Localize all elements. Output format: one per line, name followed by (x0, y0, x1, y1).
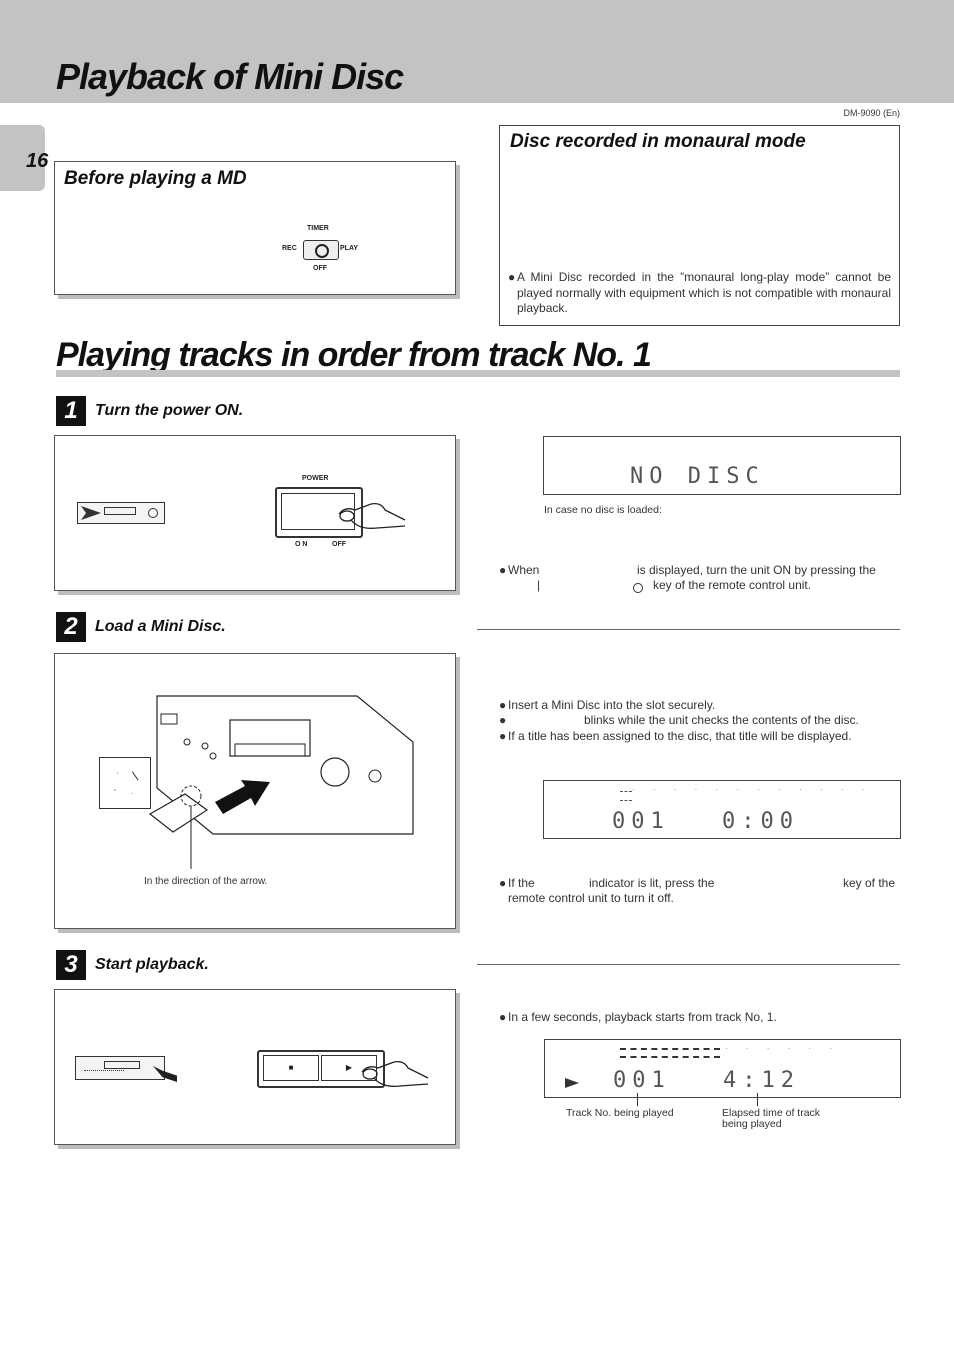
page-tab (0, 125, 45, 191)
track-caption: Track No. being played (566, 1107, 674, 1119)
step-2-label: Load a Mini Disc. (95, 618, 226, 635)
on-label: O N (295, 541, 308, 548)
off-label: OFF (313, 265, 327, 272)
arrow-caption: In the direction of the arrow. (144, 876, 268, 887)
play-icon: ▶ (345, 1063, 353, 1072)
time-display: 0:00 (722, 809, 799, 834)
step-2-note-3: If a title has been assigned to the disc… (508, 729, 852, 743)
hand-icon (361, 1060, 429, 1087)
switch-knob-icon (315, 244, 329, 258)
step-2-number: 2 (56, 612, 86, 642)
step-2-note-2: blinks while the unit checks the content… (584, 713, 859, 727)
before-playing-title: Before playing a MD (64, 168, 247, 189)
bullet-icon: ● (508, 270, 516, 284)
step-2-note-4a: If the (508, 876, 535, 890)
display-playing: · · · · · · 001 4:12 (544, 1039, 901, 1098)
header-band (0, 0, 954, 103)
bullet-icon: ● (499, 1010, 507, 1024)
bullet-icon: ● (499, 563, 507, 577)
step-2-note-1: Insert a Mini Disc into the slot securel… (508, 698, 716, 712)
off-label: OFF (332, 541, 346, 548)
level-meter-dots: · · · · · · · · · · · · (632, 785, 873, 794)
bullet-icon: ● (499, 729, 507, 743)
stop-icon: ■ (288, 1063, 294, 1072)
monaural-box: Disc recorded in monaural mode ● A Mini … (499, 125, 900, 326)
play-label: PLAY (340, 245, 359, 252)
insert-arrow-box (99, 757, 151, 809)
model-number: DM-9090 (En) (843, 108, 900, 118)
step-3-number: 3 (56, 950, 86, 980)
step-2-note-4d: remote control unit to turn it off. (508, 891, 674, 905)
step-1-note-a: When (508, 563, 540, 577)
time-caption-line2: being played (722, 1118, 782, 1130)
section-bar (56, 370, 900, 377)
divider (477, 629, 900, 630)
level-meter-bars (620, 1048, 720, 1058)
time-display: 4:12 (723, 1068, 800, 1093)
step-3-label: Start playback. (95, 956, 209, 973)
section-title: Playing tracks in order from track No. 1 (56, 336, 652, 374)
step-2-note-4b: indicator is lit, press the (589, 876, 715, 890)
power-symbol-icon (633, 583, 643, 593)
step-1-label: Turn the power ON. (95, 402, 244, 419)
step-2-panel: In the direction of the arrow. (54, 653, 456, 929)
bullet-icon: ● (499, 876, 507, 890)
monaural-note: A Mini Disc recorded in the ”monaural lo… (517, 270, 891, 315)
unit-front-icon (77, 502, 165, 524)
track-number-display: 001 (613, 1068, 671, 1093)
step-3-note-1: In a few seconds, playback starts from t… (508, 1010, 777, 1024)
arrow-icon (107, 765, 143, 801)
display-track-zero: · · · · · · · · · · · · 001 0:00 (543, 780, 901, 839)
page-number: 16 (26, 150, 49, 172)
divider (477, 964, 900, 965)
display-no-disc: NO DISC (543, 436, 901, 495)
hand-icon (338, 502, 406, 529)
disc-indicator-icon (620, 791, 632, 801)
step-3-panel: ■ ▶ (54, 989, 456, 1145)
track-leader-line (637, 1093, 638, 1106)
step-1-note-b: is displayed, turn the unit ON by pressi… (637, 563, 876, 577)
step-2-note-4c: key of the (843, 876, 896, 890)
page-title: Playback of Mini Disc (56, 56, 404, 97)
level-meter-dots: · · · · · · (725, 1044, 841, 1053)
play-indicator-icon (565, 1078, 579, 1088)
monaural-title: Disc recorded in monaural mode (510, 131, 806, 152)
track-number-display: 001 (612, 809, 670, 834)
timer-switch[interactable] (303, 240, 339, 260)
bullet-icon: ● (499, 698, 507, 712)
time-caption-line1: Elapsed time of track (722, 1107, 821, 1119)
step-1-note-c: key of the remote control unit. (653, 578, 812, 592)
bullet-icon: ● (499, 713, 507, 727)
disc-loading-illustration (148, 695, 414, 869)
display-text: NO DISC (630, 464, 765, 489)
power-label: POWER (302, 475, 329, 482)
before-playing-box: Before playing a MD TIMER REC PLAY OFF (54, 161, 456, 295)
power-button[interactable] (275, 487, 363, 538)
time-leader-line (757, 1093, 758, 1106)
rec-label: REC (282, 245, 297, 252)
stop-button[interactable]: ■ (263, 1055, 319, 1081)
step-1-number: 1 (56, 396, 86, 426)
standby-bar-icon: | (537, 578, 541, 592)
timer-label: TIMER (307, 225, 329, 232)
step-1-panel: POWER O N OFF (54, 435, 456, 591)
no-disc-caption: In case no disc is loaded: (544, 504, 662, 516)
unit-front-icon (75, 1056, 165, 1080)
